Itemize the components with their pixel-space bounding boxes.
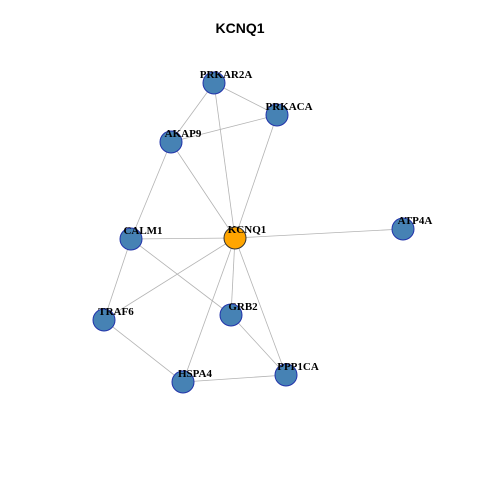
node-calm1: CALM1 xyxy=(119,225,163,251)
node-grb2: GRB2 xyxy=(219,301,258,327)
node-akap9: AKAP9 xyxy=(159,128,202,154)
edge-calm1-grb2 xyxy=(130,238,232,316)
edge-prkaca-kcnq1 xyxy=(234,114,278,239)
node-circle-kcnq1 xyxy=(223,226,247,250)
node-traf6: TRAF6 xyxy=(92,306,134,332)
node-circle-ppp1ca xyxy=(274,363,298,387)
edge-hspa4-ppp1ca xyxy=(182,374,287,383)
edge-grb2-ppp1ca xyxy=(230,314,287,376)
node-circle-hspa4 xyxy=(171,370,195,394)
node-circle-akap9 xyxy=(159,130,183,154)
node-label-prkaca: PRKACA xyxy=(265,101,312,113)
node-label-traf6: TRAF6 xyxy=(98,306,134,318)
node-prkaca: PRKACA xyxy=(265,101,313,127)
node-circle-prkaca xyxy=(265,103,289,127)
edge-kcnq1-ppp1ca xyxy=(234,237,287,376)
edge-calm1-kcnq1 xyxy=(130,237,236,240)
node-label-prkar2a: PRKAR2A xyxy=(200,69,253,81)
node-label-grb2: GRB2 xyxy=(228,301,258,313)
node-label-kcnq1: KCNQ1 xyxy=(228,224,267,236)
edge-prkar2a-akap9 xyxy=(170,82,215,143)
node-label-akap9: AKAP9 xyxy=(165,128,202,140)
node-circle-calm1 xyxy=(119,227,143,251)
node-ppp1ca: PPP1CA xyxy=(274,361,319,387)
edge-kcnq1-atp4a xyxy=(234,228,404,239)
node-circle-atp4a xyxy=(391,217,415,241)
edge-prkaca-akap9 xyxy=(170,114,278,143)
node-kcnq1: KCNQ1 xyxy=(223,224,267,250)
node-label-calm1: CALM1 xyxy=(123,225,162,237)
edge-layer xyxy=(103,82,404,383)
edge-kcnq1-traf6 xyxy=(103,237,236,321)
node-circle-grb2 xyxy=(219,303,243,327)
edge-prkar2a-prkaca xyxy=(213,82,278,116)
edge-akap9-kcnq1 xyxy=(170,141,236,239)
edge-kcnq1-hspa4 xyxy=(182,237,236,383)
node-label-hspa4: HSPA4 xyxy=(178,368,213,380)
edge-prkar2a-kcnq1 xyxy=(213,82,236,239)
node-hspa4: HSPA4 xyxy=(171,368,213,394)
edge-akap9-calm1 xyxy=(130,141,172,240)
edge-kcnq1-grb2 xyxy=(230,237,236,316)
node-label-ppp1ca: PPP1CA xyxy=(277,361,319,373)
graph-title: KCNQ1 xyxy=(215,20,265,36)
node-atp4a: ATP4A xyxy=(391,215,433,241)
node-label-atp4a: ATP4A xyxy=(398,215,433,227)
node-circle-prkar2a xyxy=(202,71,226,95)
node-circle-traf6 xyxy=(92,308,116,332)
node-prkar2a: PRKAR2A xyxy=(200,69,253,95)
edge-traf6-hspa4 xyxy=(103,319,184,383)
edge-calm1-traf6 xyxy=(103,238,132,321)
